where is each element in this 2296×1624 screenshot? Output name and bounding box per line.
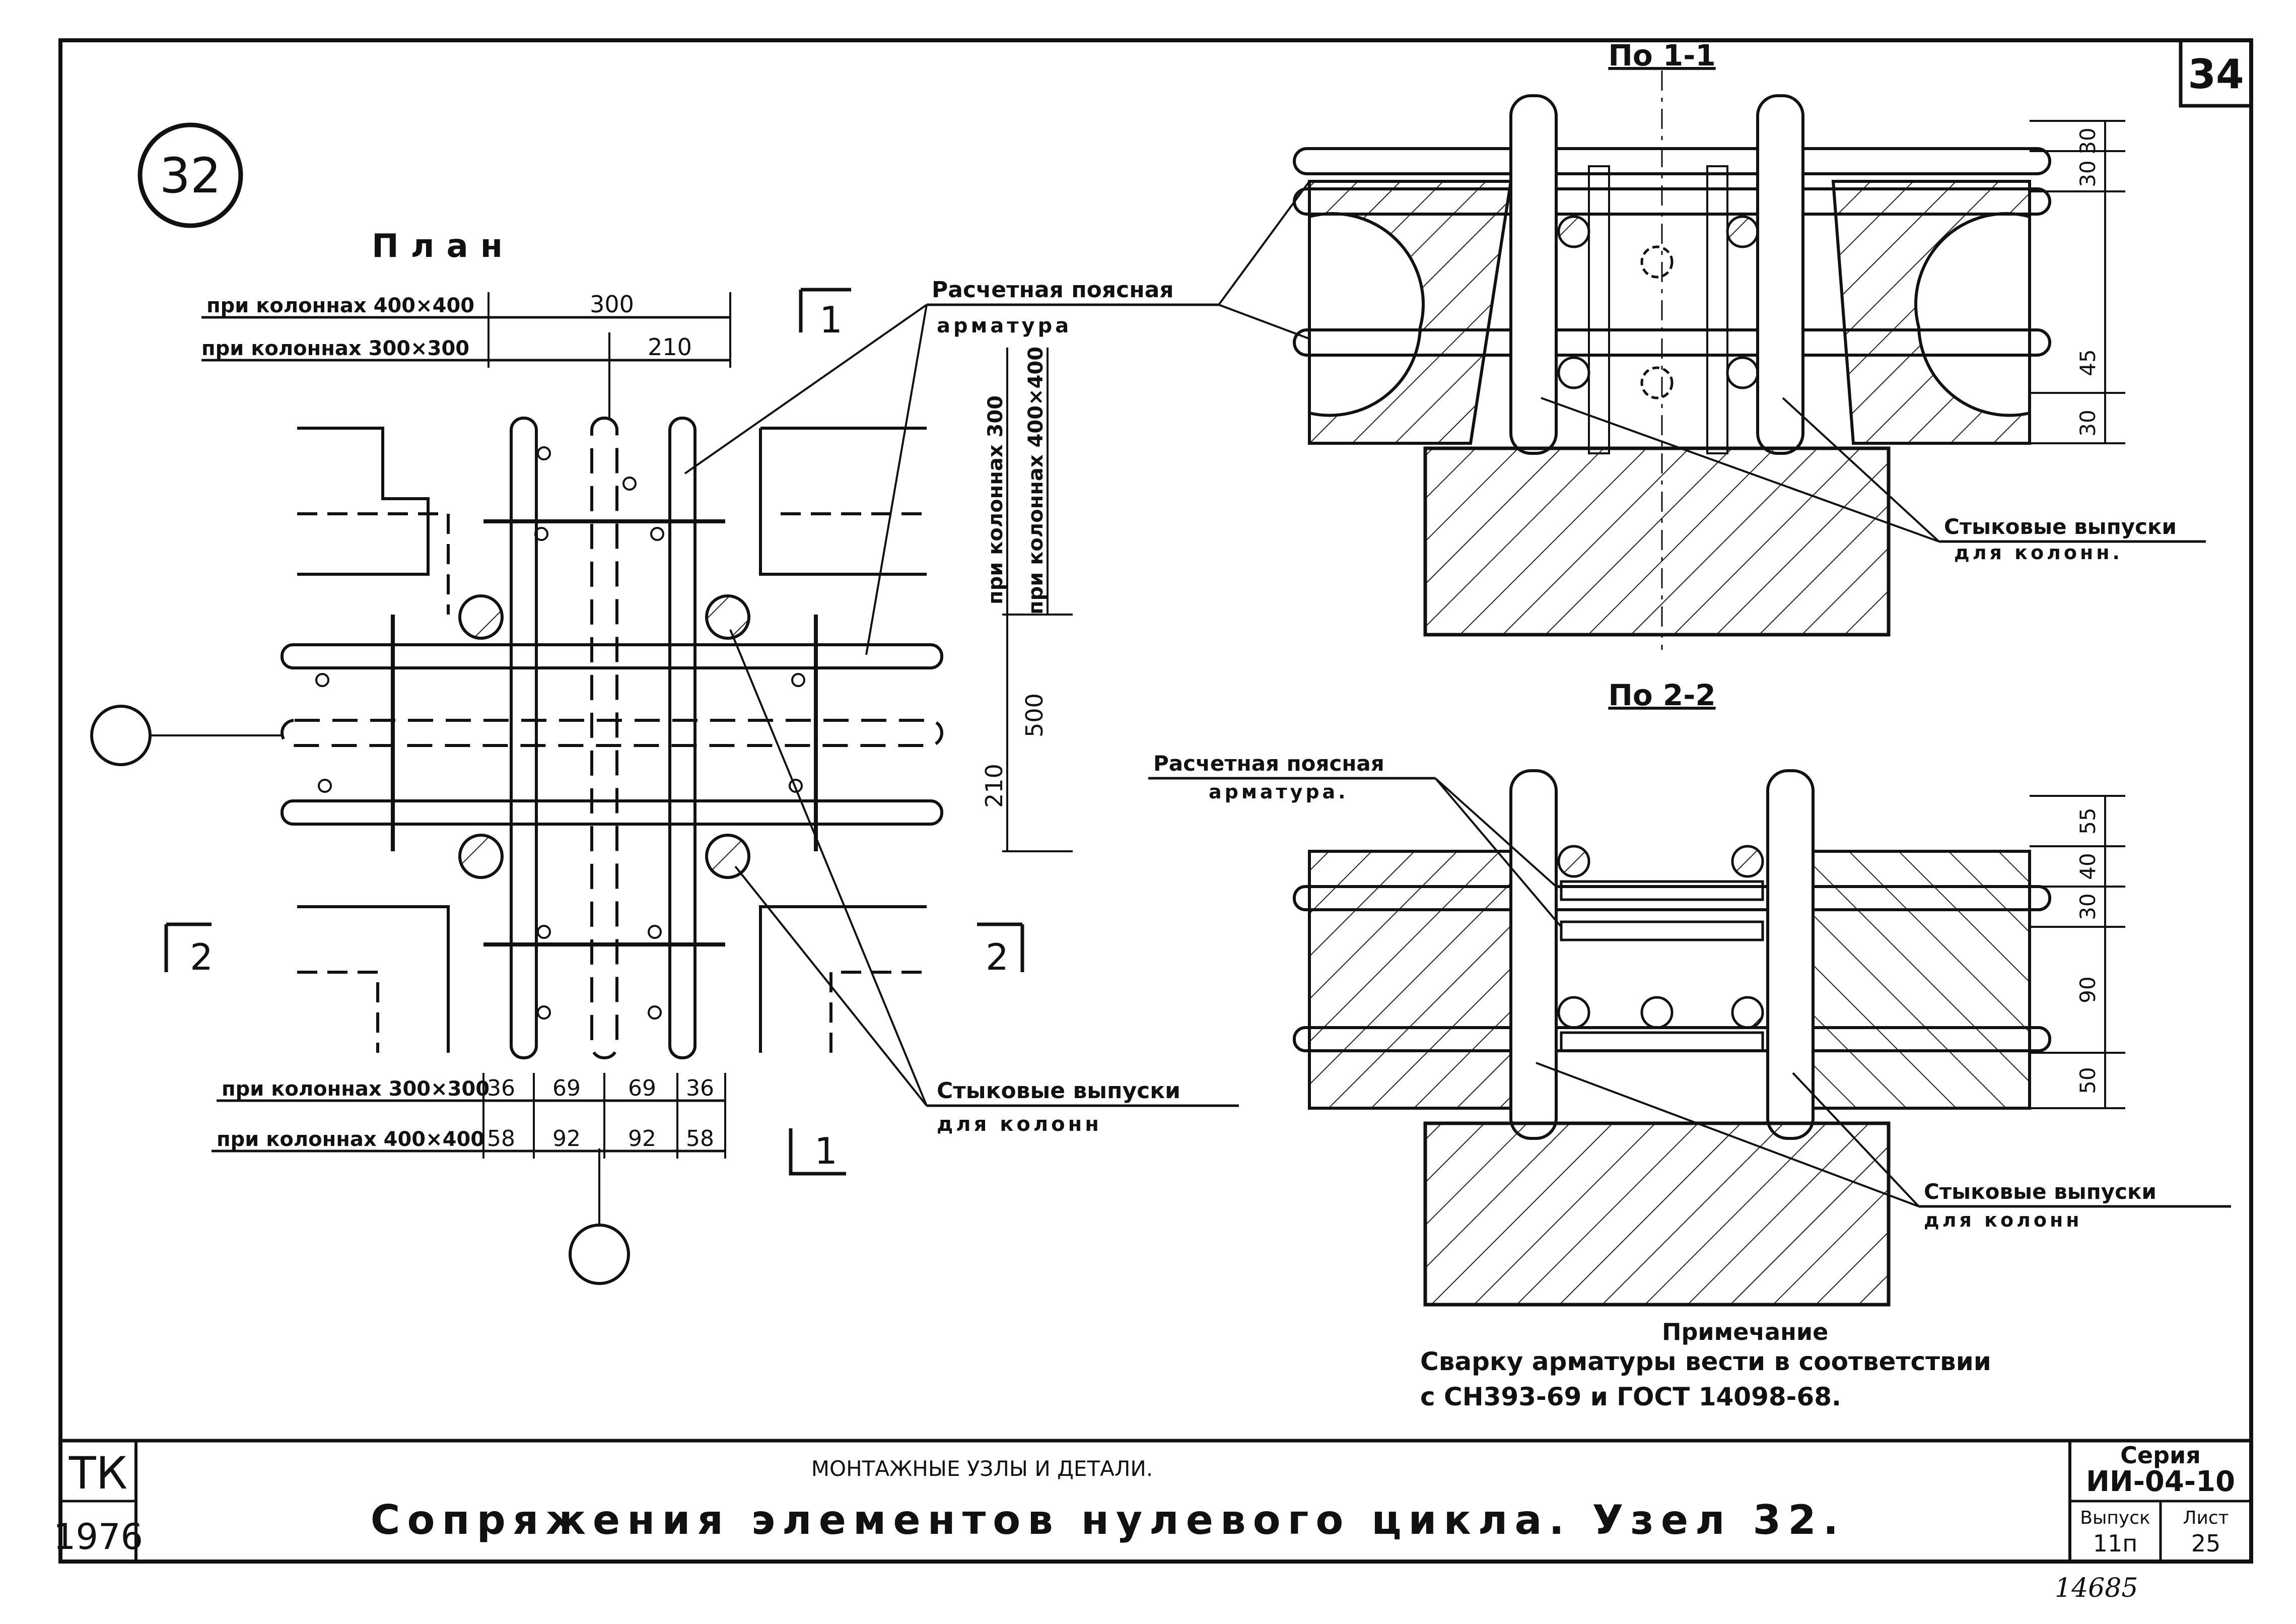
section-mark-2-left: 2 bbox=[190, 936, 213, 978]
section-mark-1-bottom: 1 bbox=[814, 1130, 838, 1172]
title-block-series-value: ИИ-04-10 bbox=[2086, 1465, 2235, 1498]
title-block-org: ТК bbox=[68, 1447, 127, 1499]
plan-dim-side-label-300: при колоннах 300 bbox=[984, 395, 1007, 604]
callout-joint-outlets: Стыковые выпуски для колонн bbox=[729, 629, 1239, 1136]
plan-dim-bottom-row2-0: 58 bbox=[487, 1126, 515, 1152]
plan-title: План bbox=[372, 228, 515, 265]
axis-circle-bottom bbox=[569, 1224, 630, 1285]
svg-text:30: 30 bbox=[2075, 410, 2100, 436]
plan-dim-side-value-210: 210 bbox=[981, 764, 1008, 808]
plan-dim-bottom-row1-3: 36 bbox=[686, 1075, 714, 1101]
svg-text:Стыковые выпуски: Стыковые выпуски bbox=[937, 1078, 1180, 1104]
title-block-subtitle: МОНТАЖНЫЕ УЗЛЫ И ДЕТАЛИ. bbox=[811, 1456, 1153, 1481]
section-1-title: По 1-1 bbox=[1608, 38, 1715, 73]
archive-number: 14685 bbox=[2055, 1573, 2138, 1603]
svg-text:Расчетная поясная: Расчетная поясная bbox=[932, 277, 1174, 303]
svg-text:30: 30 bbox=[2075, 893, 2100, 920]
plan-dim-bottom-row1-label: при колоннах 300×300 bbox=[222, 1077, 490, 1101]
svg-text:30: 30 bbox=[2075, 160, 2100, 187]
plan-dim-top-row2-label: при колоннах 300×300 bbox=[201, 337, 469, 360]
title-block-series-label: Серия bbox=[2120, 1442, 2201, 1469]
plan-dim-top-row1-value: 300 bbox=[590, 291, 634, 318]
plan-dim-bottom-row2-2: 92 bbox=[628, 1126, 656, 1152]
section-2-2: По 2-2 55 40 30 90 50 Расчетная поя bbox=[1148, 678, 2231, 1307]
svg-text:40: 40 bbox=[2075, 853, 2100, 879]
svg-text:45: 45 bbox=[2075, 349, 2100, 376]
svg-text:арматура: арматура bbox=[937, 314, 1072, 337]
section-1-1: По 1-1 30 30 45 30 bbox=[1293, 38, 2206, 650]
sheet-corner-number: 34 bbox=[2188, 51, 2244, 98]
title-block-issue-value: 11п bbox=[2093, 1530, 2138, 1557]
section-2-title: По 2-2 bbox=[1608, 678, 1715, 712]
section-mark-2-right: 2 bbox=[986, 936, 1009, 978]
section-2-callout-belt-2: арматура. bbox=[1209, 781, 1349, 803]
sheet-corner-box bbox=[2179, 38, 2253, 108]
node-number: 32 bbox=[160, 148, 221, 204]
plan-dim-side-label-400: при колоннах 400×400 bbox=[1024, 347, 1048, 615]
svg-text:30: 30 bbox=[2075, 127, 2100, 154]
axis-circle-left bbox=[90, 705, 152, 766]
title-block-issue-label: Выпуск bbox=[2080, 1508, 2150, 1528]
svg-text:для колонн: для колонн bbox=[937, 1113, 1102, 1136]
node-number-circle bbox=[137, 122, 243, 228]
title-block-sheet-value: 25 bbox=[2191, 1530, 2221, 1557]
title-block-sheet-label: Лист bbox=[2183, 1508, 2229, 1528]
note-line2: с СН393-69 и ГОСТ 14098-68. bbox=[1420, 1382, 1841, 1411]
title-block-title: Сопряжения элементов нулевого цикла. Узе… bbox=[371, 1497, 1846, 1543]
sheet-frame bbox=[58, 38, 2253, 1564]
plan-dim-side-value-500: 500 bbox=[1021, 693, 1048, 737]
section-1-callout-joint-2: для колонн. bbox=[1954, 542, 2123, 564]
svg-text:55: 55 bbox=[2075, 807, 2100, 834]
plan-dim-bottom-row1-0: 36 bbox=[487, 1075, 515, 1101]
plan-dim-bottom-row2-label: при колоннах 400×400 bbox=[217, 1128, 484, 1151]
plan-view: План при колоннах 400×400 300 при колонн… bbox=[90, 228, 1073, 1285]
section-2-callout-joint: Стыковые выпуски bbox=[1924, 1179, 2156, 1204]
note-line1: Сварку арматуры вести в соответствии bbox=[1420, 1347, 1991, 1376]
plan-dim-top-row1-label: при колоннах 400×400 bbox=[206, 294, 474, 317]
note-heading: Примечание bbox=[1662, 1318, 1828, 1345]
title-block-year: 1976 bbox=[53, 1516, 143, 1558]
plan-dim-bottom-row1-2: 69 bbox=[628, 1075, 656, 1101]
plan-dim-bottom-row1-1: 69 bbox=[552, 1075, 581, 1101]
section-1-callout-joint: Стыковые выпуски bbox=[1944, 514, 2177, 539]
section-2-callout-belt: Расчетная поясная bbox=[1153, 751, 1384, 776]
svg-text:90: 90 bbox=[2075, 976, 2100, 1003]
svg-text:50: 50 bbox=[2075, 1067, 2100, 1094]
title-block: ТК 1976 МОНТАЖНЫЕ УЗЛЫ И ДЕТАЛИ. Сопряже… bbox=[53, 1439, 2251, 1562]
note: Примечание Сварку арматуры вести в соотв… bbox=[1420, 1318, 1991, 1411]
plan-dim-bottom-row2-1: 92 bbox=[552, 1126, 581, 1152]
section-mark-1-top: 1 bbox=[819, 299, 843, 341]
plan-dim-top-row2-value: 210 bbox=[648, 333, 692, 361]
callout-belt-reinforcement: Расчетная поясная арматура bbox=[684, 180, 1320, 655]
plan-dim-bottom-row2-3: 58 bbox=[686, 1126, 714, 1152]
section-2-callout-joint-2: для колонн bbox=[1924, 1209, 2082, 1231]
